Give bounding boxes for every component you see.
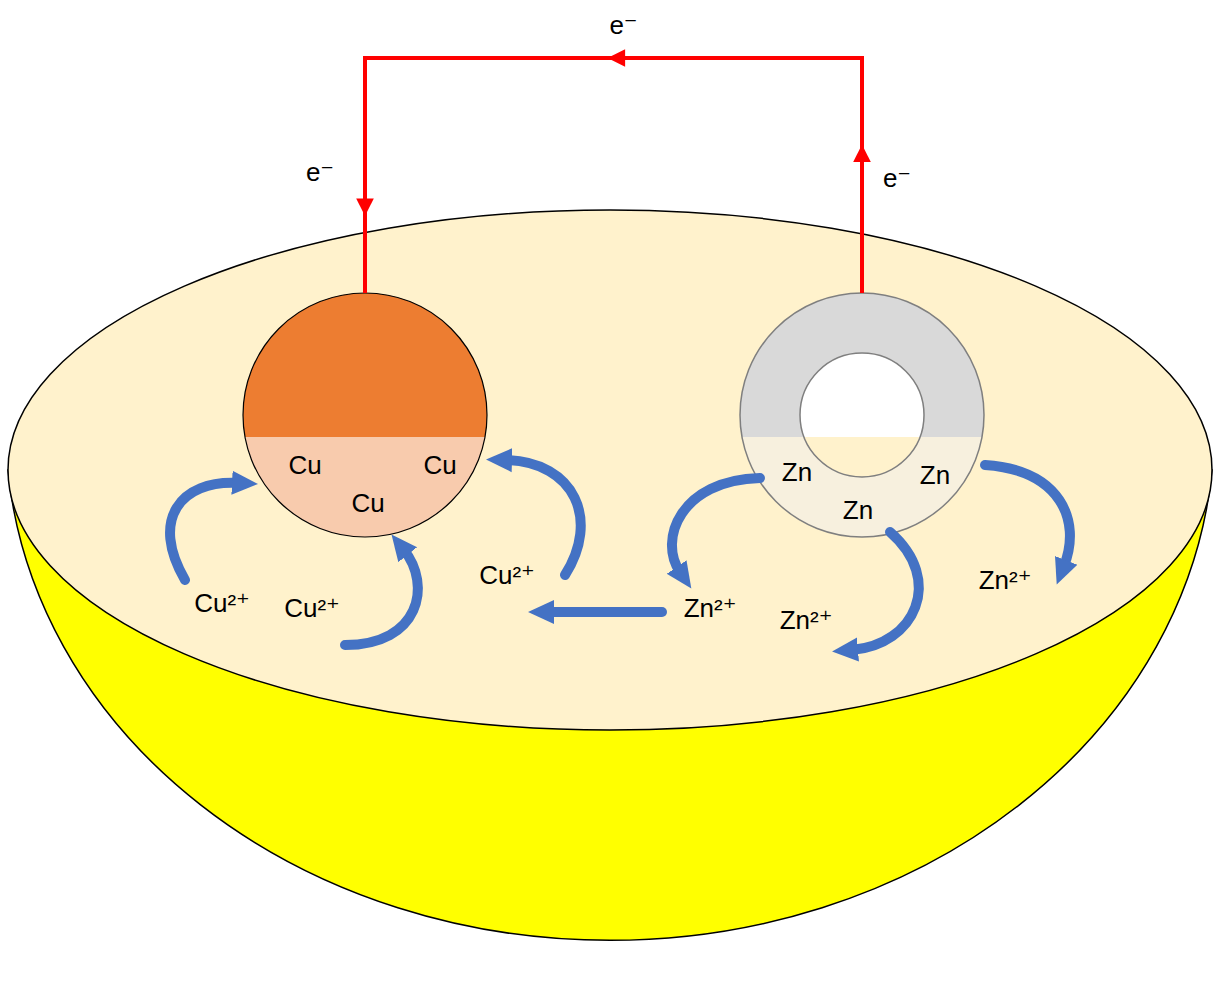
element-symbol: Zn bbox=[782, 459, 812, 485]
ion-label: Zn²⁺ bbox=[684, 595, 737, 621]
electron-label: e⁻ bbox=[609, 12, 637, 38]
electrode: ZnZnZn bbox=[740, 293, 984, 537]
ion-label: Cu²⁺ bbox=[194, 590, 250, 616]
ion-label: Cu²⁺ bbox=[479, 562, 535, 588]
external-wire bbox=[356, 49, 871, 293]
element-symbol: Cu bbox=[288, 452, 321, 478]
electron-label: e⁻ bbox=[883, 165, 911, 191]
element-symbol: Cu bbox=[423, 452, 456, 478]
ion-flow-arrows bbox=[170, 460, 1070, 650]
ion-label: Zn²⁺ bbox=[780, 607, 833, 633]
zinc-electrode bbox=[740, 293, 984, 537]
element-symbol: Cu bbox=[351, 490, 384, 516]
element-symbol: Zn bbox=[920, 462, 950, 488]
ion-label: Cu²⁺ bbox=[284, 595, 340, 621]
copper-electrode bbox=[243, 293, 487, 537]
electron-label: e⁻ bbox=[306, 159, 334, 185]
element-symbol: Zn bbox=[843, 497, 873, 523]
electrode: CuCuCu bbox=[243, 293, 487, 537]
electrolyte-surface bbox=[8, 210, 1212, 730]
ion-label: Zn²⁺ bbox=[979, 567, 1032, 593]
